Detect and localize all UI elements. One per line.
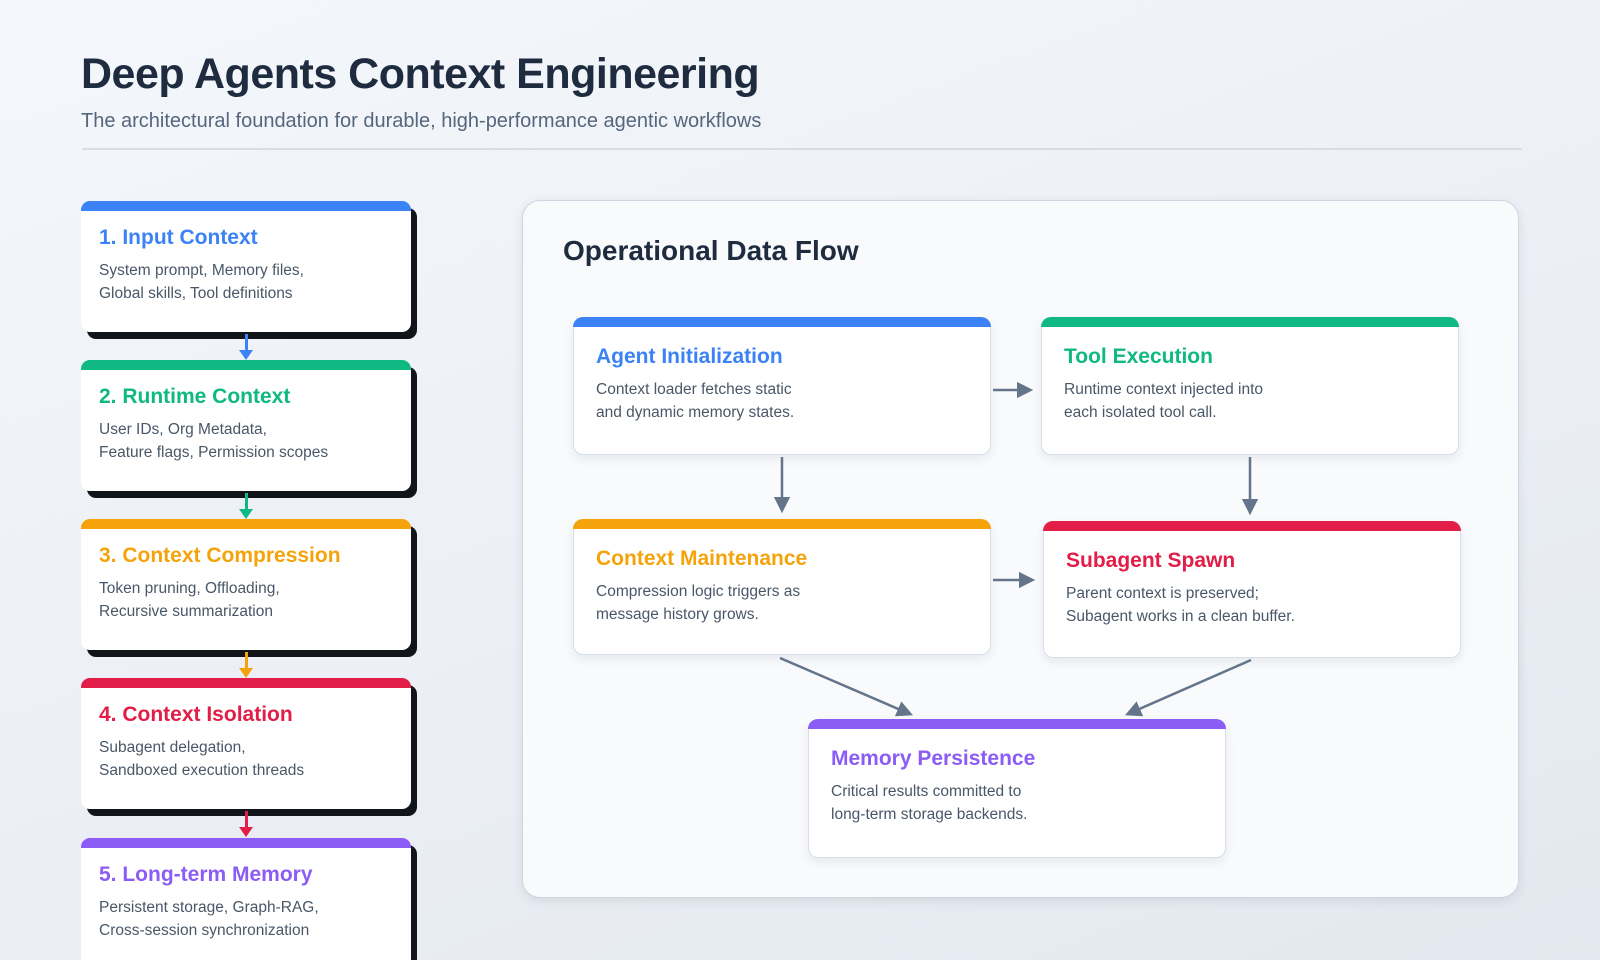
card-content: 3. Context Compression Token pruning, Of… (81, 529, 411, 624)
node-description: Runtime context injected into each isola… (1064, 381, 1264, 422)
card-title: 3. Context Compression (99, 544, 341, 567)
card-accent-bar (81, 360, 411, 370)
flow-node-subagent-spawn: Subagent Spawn Parent context is preserv… (1043, 521, 1461, 658)
arrow-head (239, 350, 253, 360)
arrow-head (239, 668, 253, 678)
arrow-subagent-spawn-to-memory-persistence (1125, 658, 1252, 717)
pipeline-card-input-context: 1. Input Context System prompt, Memory f… (81, 201, 411, 332)
down-arrow-icon (238, 652, 254, 678)
card-content: 4. Context Isolation Subagent delegation… (81, 688, 411, 783)
card-content: 1. Input Context System prompt, Memory f… (81, 211, 411, 306)
arrow-stem (244, 811, 248, 827)
card-accent-bar (81, 519, 411, 529)
flow-node-context-maintenance: Context Maintenance Compression logic tr… (573, 519, 991, 655)
page-title: Deep Agents Context Engineering (81, 50, 760, 98)
card-content: 5. Long-term Memory Persistent storage, … (81, 848, 411, 943)
card-accent-bar (81, 838, 411, 848)
arrow-stem (244, 334, 248, 350)
arrow-head (239, 827, 253, 837)
node-description: Compression logic triggers as message hi… (596, 583, 801, 624)
node-accent-bar (573, 317, 991, 327)
down-arrow-icon (238, 493, 254, 519)
pipeline-card-runtime-context: 2. Runtime Context User IDs, Org Metadat… (81, 360, 411, 491)
node-title: Agent Initialization (596, 345, 783, 368)
card-description: User IDs, Org Metadata, Feature flags, P… (99, 421, 329, 462)
page-subtitle: The architectural foundation for durable… (81, 110, 762, 132)
arrow-head (239, 509, 253, 519)
flow-node-memory-persistence: Memory Persistence Critical results comm… (808, 719, 1226, 858)
pipeline-card-long-term-memory: 5. Long-term Memory Persistent storage, … (81, 838, 411, 960)
pipeline-card-context-isolation: 4. Context Isolation Subagent delegation… (81, 678, 411, 809)
card-description: System prompt, Memory files, Global skil… (99, 262, 304, 303)
arrow-stem (244, 652, 248, 668)
card-description: Subagent delegation, Sandboxed execution… (99, 739, 305, 780)
node-description: Critical results committed to long-term … (831, 783, 1028, 824)
node-accent-bar (573, 519, 991, 529)
card-title: 5. Long-term Memory (99, 863, 313, 886)
card-description: Token pruning, Offloading, Recursive sum… (99, 580, 280, 621)
card-content: 2. Runtime Context User IDs, Org Metadat… (81, 370, 411, 465)
node-content: Tool Execution Runtime context injected … (1042, 327, 1458, 425)
node-title: Context Maintenance (596, 547, 808, 570)
node-description: Parent context is preserved; Subagent wo… (1066, 585, 1295, 626)
down-arrow-icon (238, 334, 254, 360)
node-content: Memory Persistence Critical results comm… (809, 729, 1225, 827)
operational-data-flow-panel: Operational Data Flow Agent Initializati… (522, 200, 1519, 898)
node-content: Context Maintenance Compression logic tr… (574, 529, 990, 627)
flow-node-tool-execution: Tool Execution Runtime context injected … (1041, 317, 1459, 455)
flow-node-agent-initialization: Agent Initialization Context loader fetc… (573, 317, 991, 455)
card-title: 2. Runtime Context (99, 385, 291, 408)
node-title: Tool Execution (1064, 345, 1213, 368)
node-accent-bar (1041, 317, 1459, 327)
arrow-stem (244, 493, 248, 509)
node-title: Subagent Spawn (1066, 549, 1236, 572)
card-title: 1. Input Context (99, 226, 258, 249)
context-pipeline: 1. Input Context System prompt, Memory f… (81, 201, 421, 960)
node-accent-bar (1043, 521, 1461, 531)
node-content: Subagent Spawn Parent context is preserv… (1044, 531, 1460, 629)
pipeline-card-context-compression: 3. Context Compression Token pruning, Of… (81, 519, 411, 650)
card-title: 4. Context Isolation (99, 703, 293, 726)
card-accent-bar (81, 678, 411, 688)
node-content: Agent Initialization Context loader fetc… (574, 327, 990, 425)
header-divider (82, 148, 1522, 150)
card-accent-bar (81, 201, 411, 211)
node-description: Context loader fetches static and dynami… (596, 381, 795, 422)
card-description: Persistent storage, Graph-RAG, Cross-ses… (99, 899, 319, 940)
node-title: Memory Persistence (831, 747, 1036, 770)
arrow-context-maintenance-to-memory-persistence (779, 656, 913, 717)
flow-panel-heading: Operational Data Flow (563, 235, 859, 266)
down-arrow-icon (238, 811, 254, 837)
node-accent-bar (808, 719, 1226, 729)
